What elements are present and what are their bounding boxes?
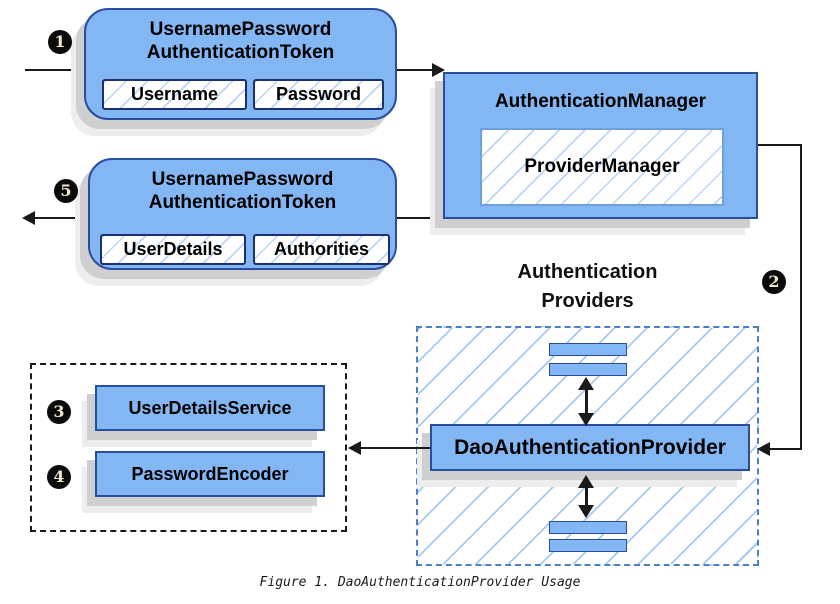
- token-request-title: UsernamePassword AuthenticationToken: [86, 10, 395, 64]
- step4-badge: 4: [47, 465, 71, 489]
- flow34-arrow-line: [361, 447, 430, 449]
- flow2-line-top: [758, 144, 802, 146]
- token-response-title: UsernamePassword AuthenticationToken: [90, 160, 395, 214]
- double-arrow-shaft: [585, 486, 588, 507]
- flow2-arrowhead-icon: [757, 442, 770, 456]
- token-request-title-line1: UsernamePassword: [149, 19, 332, 40]
- figure-caption: Figure 1. DaoAuthenticationProvider Usag…: [259, 575, 581, 590]
- token-response-title-line2: AuthenticationToken: [148, 192, 337, 213]
- step1-badge: 1: [48, 30, 72, 54]
- step3-badge: 3: [47, 400, 71, 424]
- flow2-line-bottom: [769, 448, 802, 450]
- user-details-field-box: UserDetails: [100, 234, 246, 265]
- authentication-manager-title: AuthenticationManager: [494, 91, 707, 112]
- providers-heading: Authentication Providers: [455, 258, 720, 316]
- provider-bar: [549, 343, 627, 356]
- flow34-arrowhead-icon: [348, 441, 361, 455]
- providers-heading-line2: Providers: [541, 290, 634, 312]
- user-details-service-node: UserDetailsService: [95, 385, 325, 431]
- flow5-arrowhead-icon: [22, 211, 35, 225]
- dao-authentication-provider-node: DaoAuthenticationProvider: [430, 424, 750, 471]
- provider-bar: [549, 539, 627, 552]
- double-arrow-shaft: [585, 388, 588, 415]
- authorities-field-box: Authorities: [253, 234, 390, 265]
- token-request-title-line2: AuthenticationToken: [146, 42, 335, 63]
- double-arrow-up-icon: [578, 377, 594, 390]
- username-password-token-request-node: UsernamePassword AuthenticationToken Use…: [84, 8, 397, 120]
- double-arrow-down-icon: [578, 505, 594, 518]
- step2-badge: 2: [762, 270, 786, 294]
- username-field-box: Username: [102, 79, 247, 110]
- provider-manager-node: ProviderManager: [480, 128, 724, 206]
- authentication-manager-node: AuthenticationManager ProviderManager: [443, 72, 758, 219]
- provider-bar: [549, 521, 627, 534]
- username-password-token-response-node: UsernamePassword AuthenticationToken Use…: [88, 158, 397, 270]
- double-arrow-up-icon: [578, 475, 594, 488]
- password-encoder-node: PasswordEncoder: [95, 451, 325, 497]
- step5-badge: 5: [54, 179, 78, 203]
- double-arrow-down-icon: [578, 413, 594, 426]
- password-field-box: Password: [253, 79, 384, 110]
- flow2-line-vertical: [800, 144, 802, 450]
- providers-heading-line1: Authentication: [517, 261, 658, 283]
- flow1-arrowhead-icon: [432, 63, 445, 77]
- token-response-title-line1: UsernamePassword: [151, 169, 334, 190]
- provider-bar: [549, 363, 627, 376]
